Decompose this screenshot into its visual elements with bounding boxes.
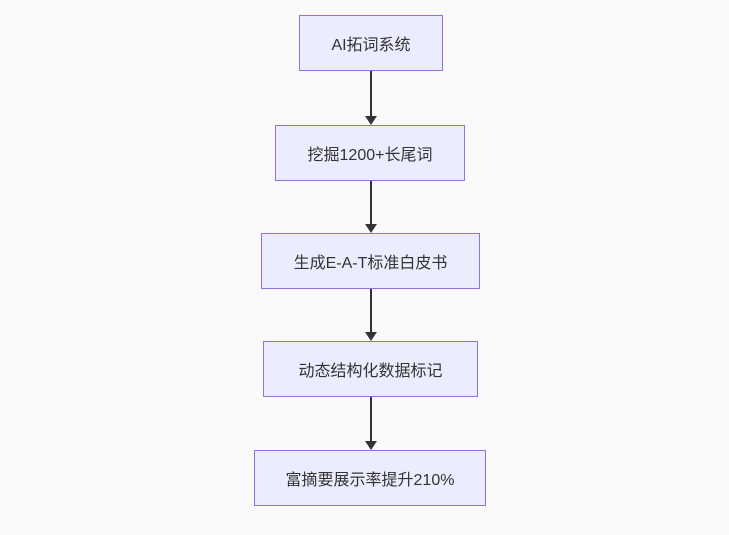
arrowhead-icon: [365, 332, 377, 341]
flow-node-label: 动态结构化数据标记: [298, 363, 443, 380]
arrowhead-icon: [365, 441, 377, 450]
flow-node-structured-data-markup: 动态结构化数据标记: [263, 341, 478, 397]
flow-node-label: 挖掘1200+长尾词: [307, 147, 433, 164]
flow-arrow: [364, 71, 378, 125]
flow-node-label: AI拓词系统: [331, 37, 411, 54]
arrowhead-icon: [365, 224, 377, 233]
arrow-line: [370, 181, 372, 226]
arrowhead-icon: [365, 116, 377, 125]
flow-node-ai-word-system: AI拓词系统: [299, 15, 443, 71]
flow-arrow: [364, 289, 378, 341]
flow-arrow: [364, 397, 378, 450]
arrow-line: [370, 397, 372, 443]
arrow-line: [370, 289, 372, 334]
flow-node-longtail-mining: 挖掘1200+长尾词: [275, 125, 465, 181]
flow-node-eat-whitepaper: 生成E-A-T标准白皮书: [261, 233, 480, 289]
arrow-line: [370, 71, 372, 118]
flow-node-label: 生成E-A-T标准白皮书: [293, 255, 448, 272]
flow-node-label: 富摘要展示率提升210%: [285, 472, 455, 489]
flow-node-rich-snippet-rate: 富摘要展示率提升210%: [254, 450, 486, 506]
flow-arrow: [364, 181, 378, 233]
